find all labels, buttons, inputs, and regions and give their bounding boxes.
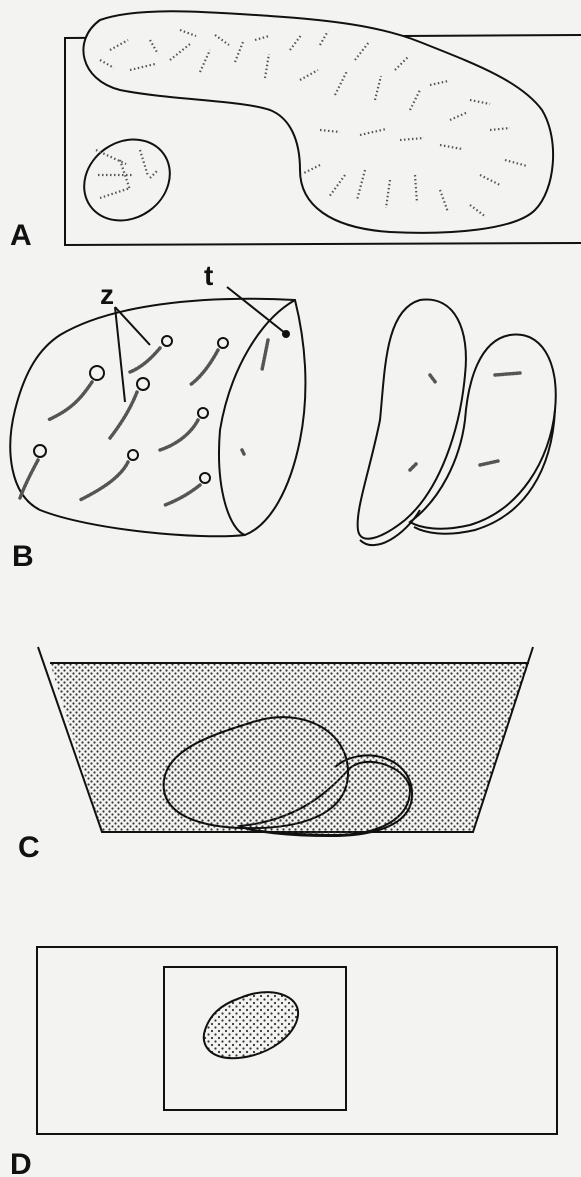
panel-label-c: C [18,831,40,864]
panel-a-drawing [65,11,581,245]
vessel-opening [34,445,46,457]
panel-d-drawing [37,947,557,1134]
mounted-section [204,992,298,1058]
panel-label-b: B [12,540,34,573]
panel-label-d: D [10,1148,32,1177]
panel-label-a: A [10,219,32,252]
callout-t-point [282,330,290,338]
vessel-opening [198,408,208,418]
vessel-opening [218,338,228,348]
panel-c-drawing [38,647,533,836]
slide-outline [37,947,557,1134]
vessel-opening [200,473,210,483]
vessel-opening [128,450,138,460]
vessel-opening [162,336,172,346]
callout-z-label: z [100,279,114,310]
panel-b-drawing [10,287,555,545]
callout-t-label: t [204,260,213,291]
vessel-opening [90,366,104,380]
vessel-opening [137,378,149,390]
